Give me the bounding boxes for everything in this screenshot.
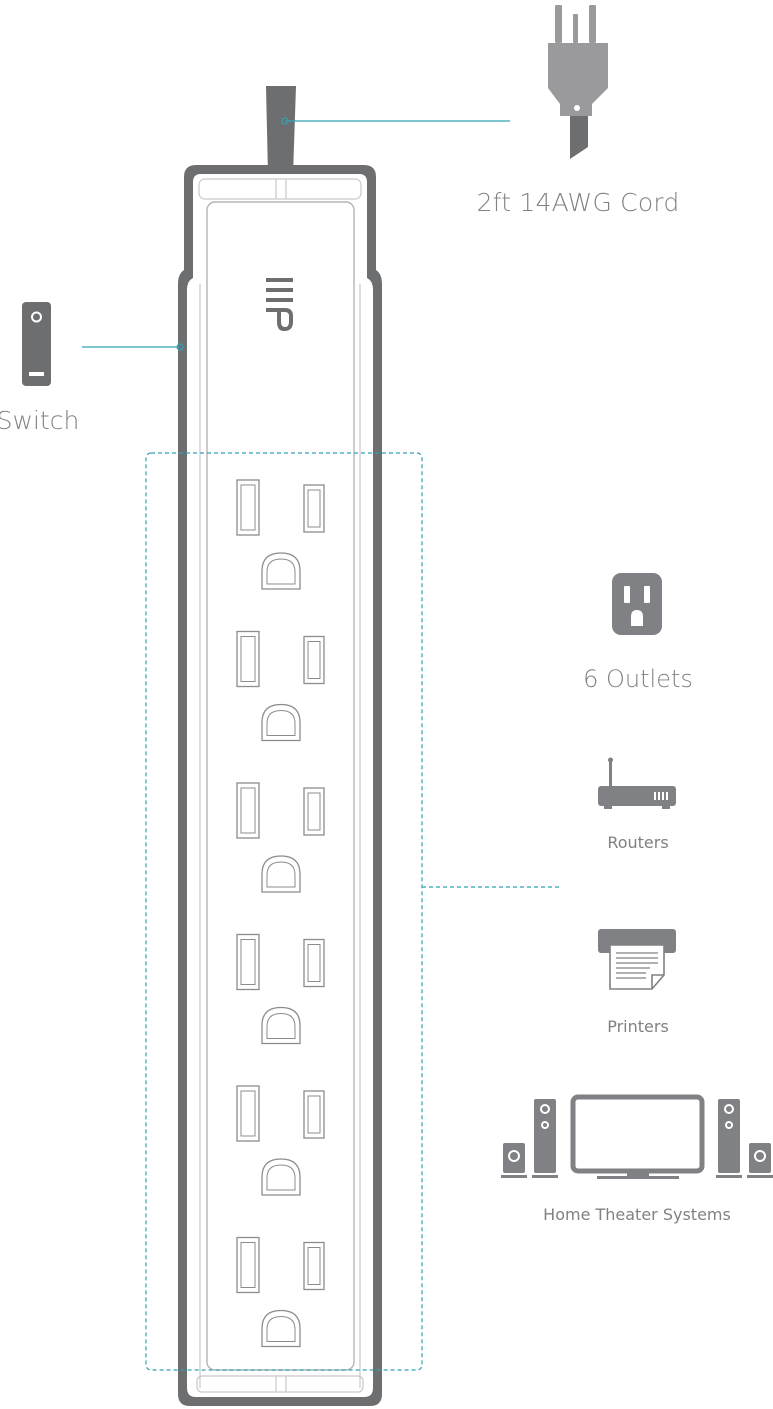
switch-callout-dot [176, 343, 184, 351]
cord-callout-dot [281, 117, 289, 125]
outlet [236, 630, 325, 742]
switch-label: Switch [0, 406, 80, 435]
outlet [236, 782, 325, 893]
outlet [236, 479, 325, 590]
outlets-label: 6 Outlets [583, 665, 693, 693]
outlet-group [236, 479, 325, 1348]
outlet [236, 1085, 325, 1196]
outlet [236, 933, 325, 1045]
printers-label: Printers [607, 1017, 669, 1036]
strip-housing [187, 174, 373, 1397]
wall-outlet-icon [612, 573, 662, 635]
outlets-highlight-box [145, 452, 423, 1371]
strip-bottom-cap [196, 1375, 364, 1393]
home-theater-label: Home Theater Systems [543, 1205, 731, 1224]
home-theater-icon [501, 1094, 773, 1179]
power-strip [178, 165, 382, 1406]
routers-label: Routers [607, 833, 669, 852]
strip-top-cap [198, 178, 362, 200]
power-cord [266, 86, 296, 175]
rocker-switch-icon [22, 302, 51, 386]
printer-icon [598, 929, 676, 990]
mp-logo-icon [266, 278, 293, 331]
cord-label: 2ft 14AWG Cord [476, 188, 680, 217]
outlet [236, 1236, 325, 1348]
power-plug-icon [548, 5, 608, 159]
router-icon [598, 757, 676, 809]
